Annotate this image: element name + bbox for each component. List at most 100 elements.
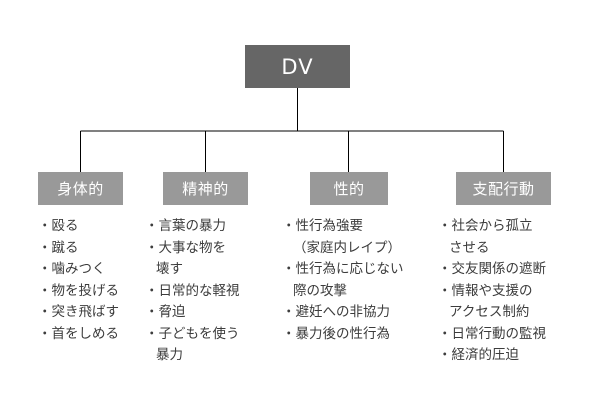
list-item: ・暴力後の性行為 [282,324,430,346]
list-item-text: 暴力後の性行為 [295,325,391,342]
category-box-control: 支配行動 [456,172,551,205]
list-item: ・日常的な軽視 [145,281,273,303]
list-item: ・大事な物を壊す [145,238,273,281]
list-item: ・言葉の暴力 [145,216,273,238]
bullet-icon: ・ [145,325,159,342]
list-item: ・情報や支援のアクセス制約 [438,281,588,324]
list-item: ・脅迫 [145,302,273,324]
list-item-text: 脅迫 [158,304,186,320]
list-item-line-continued: させる [438,238,588,260]
bullet-icon: ・ [145,304,159,320]
list-item-text: （家庭内レイプ） [293,239,401,256]
list-item: ・避妊への非協力 [282,302,430,324]
item-list-mental: ・言葉の暴力・大事な物を壊す・日常的な軽視・脅迫・子どもを使う暴力 [145,216,273,367]
list-item-text: 日常的な軽視 [158,282,240,299]
list-item: ・性行為強要（家庭内レイプ） [282,216,430,259]
list-item-line-primary: ・日常行動の監視 [438,324,588,346]
list-item-line-primary: ・噛みつく [38,259,146,281]
bullet-icon: ・ [438,282,452,299]
list-item-text: 情報や支援の [451,282,533,299]
list-item-line-primary: ・蹴る [38,238,146,260]
list-item-text: 言葉の暴力 [158,218,227,234]
list-item-line-primary: ・避妊への非協力 [282,302,430,324]
item-list-control: ・社会から孤立させる・交友関係の遮断・情報や支援のアクセス制約・日常行動の監視・… [438,216,588,367]
list-item-line-primary: ・暴力後の性行為 [282,324,430,346]
category-box-physical: 身体的 [38,172,123,205]
list-item-line-primary: ・性行為強要 [282,216,430,238]
list-item-line-primary: ・経済的圧迫 [438,345,588,367]
list-item: ・性行為に応じない際の攻撃 [282,259,430,302]
category-label-control: 支配行動 [472,180,535,198]
list-item-text: 子どもを使う [158,325,240,342]
list-item-text: 噛みつく [51,261,106,277]
list-item-line-continued: （家庭内レイプ） [282,238,430,260]
list-item-line-continued: アクセス制約 [438,302,588,324]
list-item-text: 蹴る [51,239,79,256]
list-item-text: 交友関係の遮断 [451,261,547,277]
list-item-line-primary: ・子どもを使う [145,324,273,346]
list-item-line-primary: ・性行為に応じない [282,259,430,281]
list-item-line-primary: ・首をしめる [38,324,146,346]
list-item-line-continued: 暴力 [145,345,273,367]
bullet-icon: ・ [145,239,159,256]
bullet-icon: ・ [282,325,296,342]
list-item: ・日常行動の監視 [438,324,588,346]
list-item-line-primary: ・言葉の暴力 [145,216,273,238]
list-item-text: 壊す [156,261,183,277]
bullet-icon: ・ [438,261,452,277]
bullet-icon: ・ [38,282,52,299]
category-label-physical: 身体的 [57,180,104,198]
bullet-icon: ・ [438,325,452,342]
bullet-icon: ・ [438,218,452,234]
root-node-label: DV [281,54,314,79]
list-item-line-primary: ・交友関係の遮断 [438,259,588,281]
root-node-dv: DV [245,45,350,88]
bullet-icon: ・ [145,218,159,234]
list-item-text: 性行為に応じない [295,261,404,277]
list-item-text: 首をしめる [51,325,120,342]
list-item: ・交友関係の遮断 [438,259,588,281]
list-item-text: 社会から孤立 [451,218,533,234]
list-item-text: 暴力 [156,347,183,363]
list-item: ・物を投げる [38,281,146,303]
bullet-icon: ・ [38,325,52,342]
list-item-text: 経済的圧迫 [451,347,520,363]
bullet-icon: ・ [38,218,52,234]
bullet-icon: ・ [438,347,452,363]
item-list-physical: ・殴る・蹴る・噛みつく・物を投げる・突き飛ばす・首をしめる [38,216,146,345]
list-item: ・社会から孤立させる [438,216,588,259]
bullet-icon: ・ [145,282,159,299]
list-item: ・殴る [38,216,146,238]
category-box-mental: 精神的 [163,172,248,205]
bullet-icon: ・ [282,261,296,277]
list-item-text: 物を投げる [51,282,120,299]
list-item-text: 突き飛ばす [51,304,120,320]
bullet-icon: ・ [38,239,52,256]
list-item: ・噛みつく [38,259,146,281]
list-item-line-primary: ・脅迫 [145,302,273,324]
list-item-line-primary: ・日常的な軽視 [145,281,273,303]
category-label-sexual: 性的 [333,180,365,198]
list-item-text: 日常行動の監視 [451,325,547,342]
list-item: ・突き飛ばす [38,302,146,324]
list-item-text: させる [449,239,490,256]
bullet-icon: ・ [282,218,296,234]
list-item-text: 大事な物を [158,239,227,256]
list-item-line-primary: ・大事な物を [145,238,273,260]
list-item-line-primary: ・殴る [38,216,146,238]
bullet-icon: ・ [38,261,52,277]
list-item-line-continued: 壊す [145,259,273,281]
list-item-text: 性行為強要 [295,218,364,234]
list-item-line-primary: ・突き飛ばす [38,302,146,324]
list-item-line-primary: ・物を投げる [38,281,146,303]
list-item-text: 殴る [51,218,79,234]
list-item: ・子どもを使う暴力 [145,324,273,367]
list-item-line-primary: ・情報や支援の [438,281,588,303]
bullet-icon: ・ [38,304,52,320]
category-box-sexual: 性的 [310,172,388,205]
list-item-text: 避妊への非協力 [295,304,391,320]
item-list-sexual: ・性行為強要（家庭内レイプ）・性行為に応じない際の攻撃・避妊への非協力・暴力後の… [282,216,430,345]
list-item-line-continued: 際の攻撃 [282,281,430,303]
list-item-text: アクセス制約 [449,304,530,320]
